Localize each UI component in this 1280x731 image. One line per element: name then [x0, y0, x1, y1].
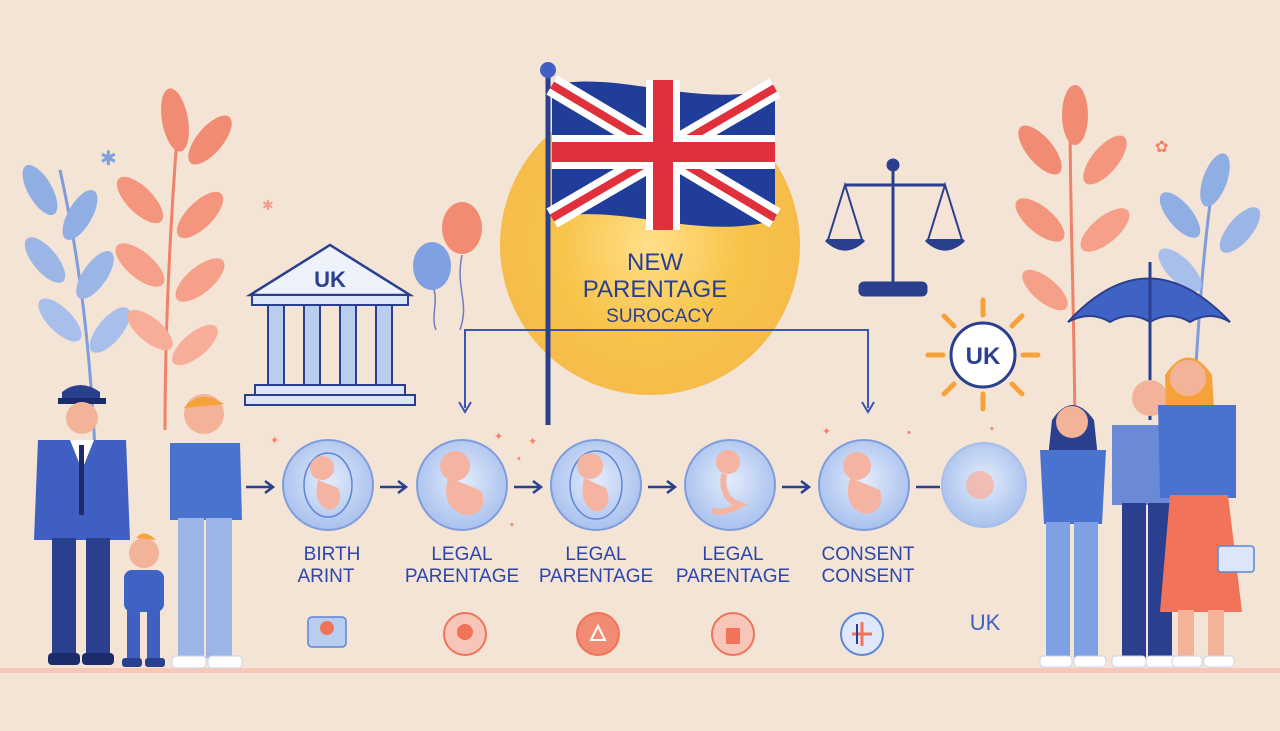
svg-text:•: • [907, 427, 911, 439]
flag-connector [458, 329, 875, 414]
svg-text:✦: ✦ [822, 426, 831, 438]
right-foliage: ✿ [1015, 85, 1261, 451]
medical-icon [840, 612, 884, 656]
woman-figure [1039, 405, 1107, 668]
left-foliage: ✱ ✱ [22, 88, 274, 451]
baby-icon [443, 612, 487, 656]
svg-text:✱: ✱ [100, 148, 117, 170]
partner-woman-figure [1158, 357, 1255, 668]
process-row: ✦ ✦ • • ✦ ✦ • • [246, 423, 1027, 531]
child-figure [122, 533, 165, 667]
header-line1: NEW [627, 249, 683, 276]
step-5-line2: CONSENT [822, 566, 915, 587]
svg-text:✦: ✦ [270, 435, 279, 447]
building-label: UK [314, 267, 346, 292]
balloon-icon [413, 202, 482, 331]
step-3-line1: LEGAL [565, 544, 626, 565]
step-arrows [246, 480, 940, 494]
step-orb-3 [550, 439, 642, 531]
step-orb-1 [282, 439, 374, 531]
svg-text:✿: ✿ [1155, 139, 1168, 156]
step-2-line1: LEGAL [431, 544, 492, 565]
step-orb-5 [818, 439, 910, 531]
sun-badge-label: UK [966, 343, 1001, 370]
header-text: NEW PARENTAGE SUROCACY [583, 249, 727, 327]
ring-box-icon [307, 616, 347, 648]
svg-text:•: • [990, 423, 994, 435]
father-figure [170, 394, 243, 669]
svg-text:•: • [510, 519, 514, 531]
step-orb-4 [684, 439, 776, 531]
step-orb-2 [416, 439, 508, 531]
svg-text:✦: ✦ [528, 436, 537, 448]
sun-icon: UK [925, 297, 1041, 412]
step-1-line2: ARINT [298, 566, 355, 587]
svg-text:•: • [517, 453, 521, 465]
step-1-line1: BIRTH [304, 544, 361, 565]
scales-icon [824, 158, 966, 297]
building-icon: UK [244, 243, 416, 406]
step-2-line2: PARENTAGE [405, 566, 519, 587]
step-orb-6 [941, 442, 1027, 528]
step-4-line1: LEGAL [702, 544, 763, 565]
sparkles: ✦ ✦ • • ✦ ✦ • • [270, 423, 994, 531]
step-labels: BIRTH ARINT LEGAL PARENTAGE LEGAL PARENT… [298, 544, 915, 587]
flag-icon [540, 62, 781, 425]
bottom-icons: UK [307, 610, 1001, 656]
ground-line [0, 668, 1280, 673]
step-3-line2: PARENTAGE [539, 566, 653, 587]
svg-text:✦: ✦ [494, 431, 503, 443]
bottom-uk-label: UK [970, 610, 1001, 635]
header-line2: PARENTAGE [583, 276, 727, 303]
officer-figure [34, 385, 130, 665]
care-icon [711, 612, 755, 656]
svg-text:✱: ✱ [262, 197, 274, 213]
recycle-icon [576, 612, 620, 656]
step-4-line2: PARENTAGE [676, 566, 790, 587]
header-line3: SUROCACY [606, 306, 714, 327]
step-5-line1: CONSENT [822, 544, 915, 565]
